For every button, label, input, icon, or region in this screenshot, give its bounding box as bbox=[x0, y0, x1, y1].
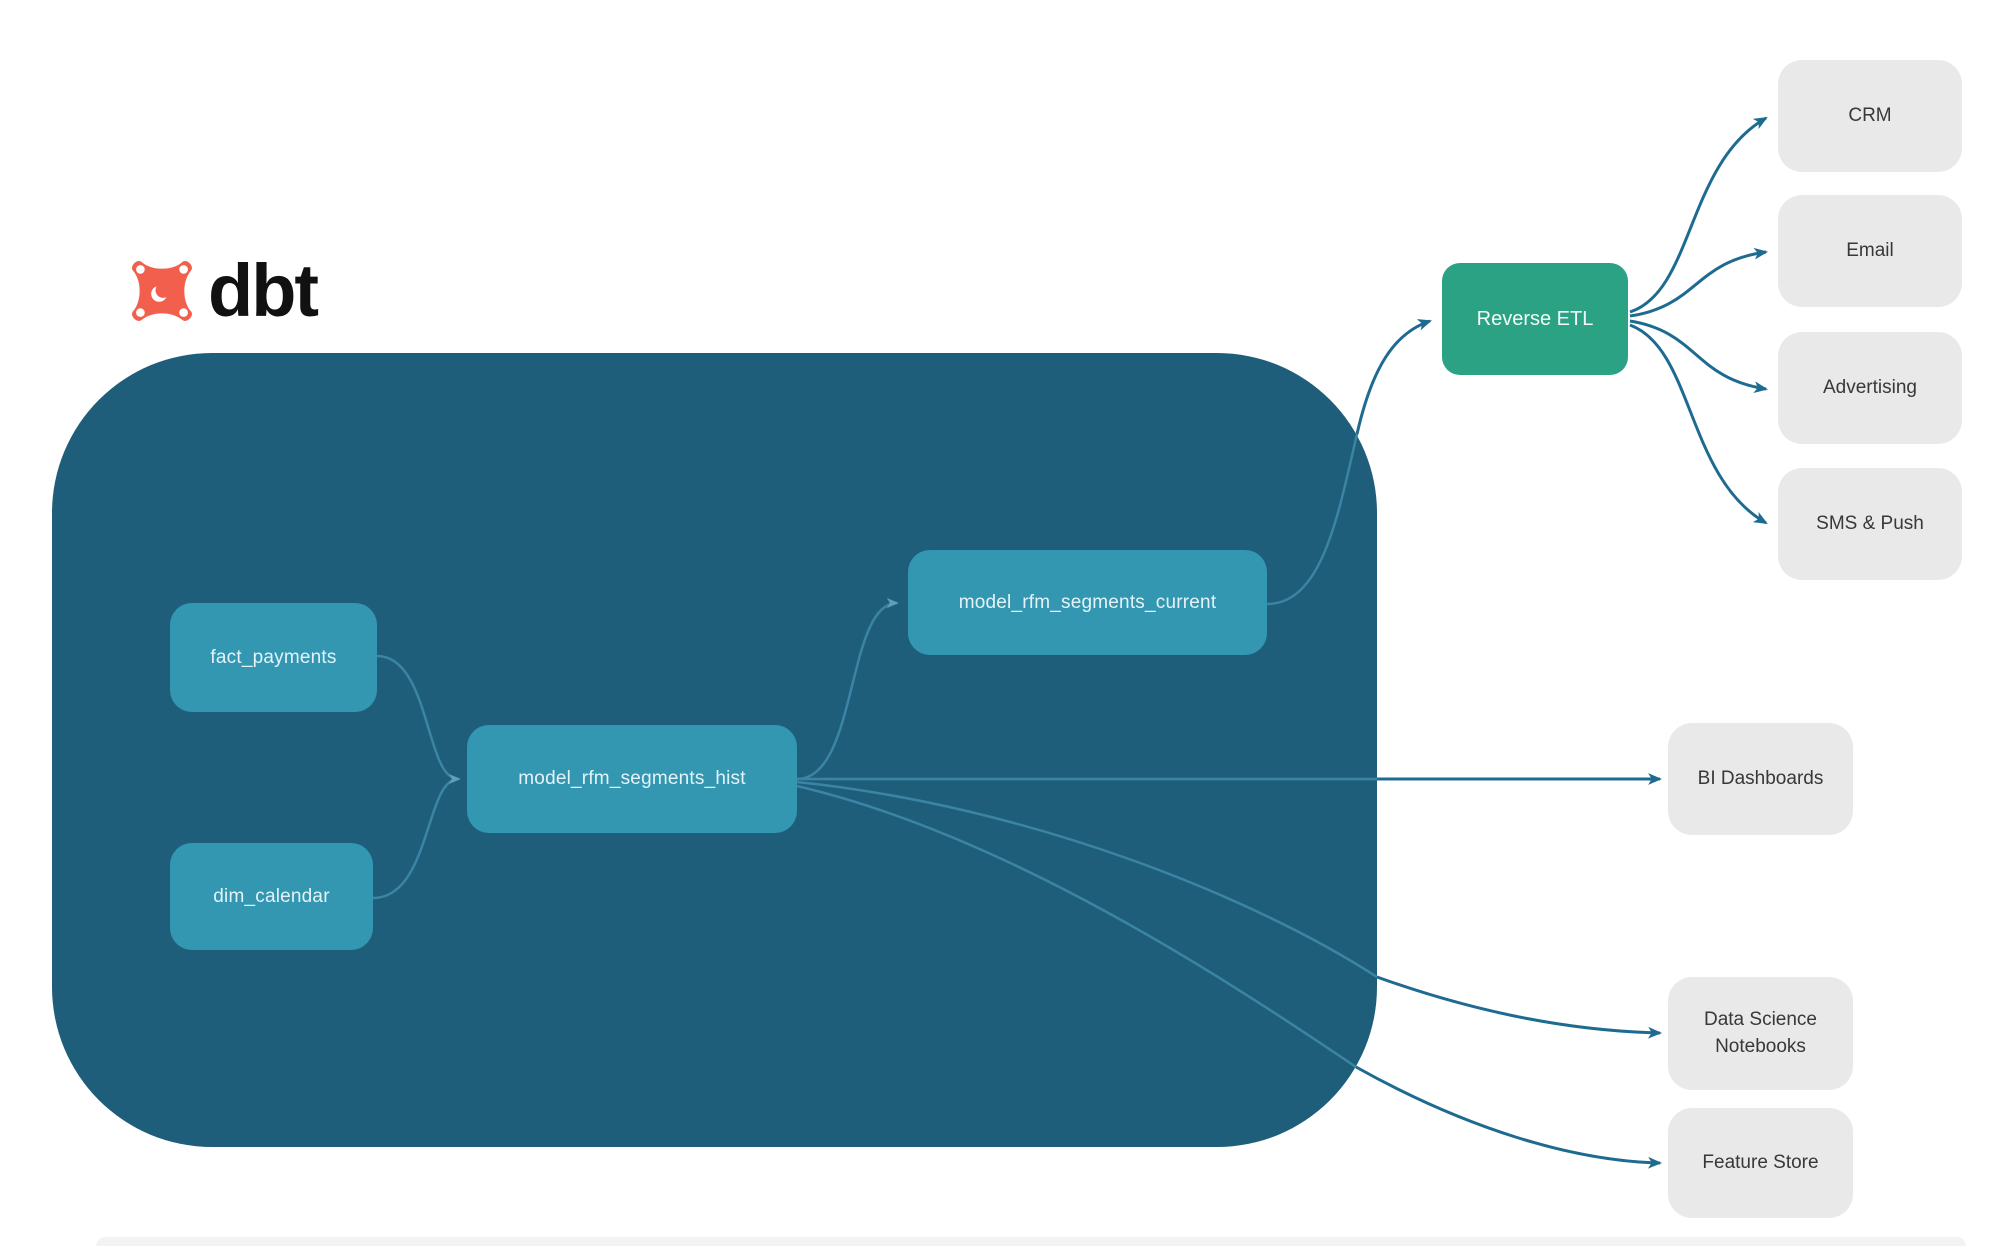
node-model-rfm-segments-hist: model_rfm_segments_hist bbox=[467, 725, 797, 833]
node-dim-calendar: dim_calendar bbox=[170, 843, 373, 950]
node-advertising: Advertising bbox=[1778, 332, 1962, 444]
node-bi-dashboards-label: BI Dashboards bbox=[1697, 767, 1824, 789]
node-dim-calendar-label: dim_calendar bbox=[213, 885, 330, 907]
node-email: Email bbox=[1778, 195, 1962, 307]
node-bi-dashboards: BI Dashboards bbox=[1668, 723, 1853, 835]
bottom-page-strip bbox=[96, 1237, 1966, 1246]
edge-current-to-reverseetl-outside bbox=[1355, 319, 1432, 435]
edge-reverseetl-to-crm bbox=[1629, 116, 1768, 314]
node-advertising-label: Advertising bbox=[1823, 376, 1917, 398]
node-fact-payments: fact_payments bbox=[170, 603, 377, 712]
node-reverse-etl-label: Reverse ETL bbox=[1476, 307, 1594, 330]
node-data-science-notebooks: Data Science Notebooks bbox=[1668, 977, 1853, 1090]
node-feature-store: Feature Store bbox=[1668, 1108, 1853, 1218]
edge-reverseetl-to-email bbox=[1629, 247, 1769, 318]
node-email-label: Email bbox=[1846, 239, 1894, 261]
node-sms-push-label: SMS & Push bbox=[1816, 512, 1924, 534]
dbt-wordmark: dbt bbox=[208, 249, 319, 332]
edge-to-datascience-notebooks bbox=[1376, 975, 1663, 1039]
node-crm: CRM bbox=[1778, 60, 1962, 172]
node-model-rfm-segments-current-label: model_rfm_segments_current bbox=[958, 591, 1217, 613]
node-model-rfm-segments-current: model_rfm_segments_current bbox=[908, 550, 1267, 655]
edge-reverseetl-to-advertising bbox=[1629, 319, 1769, 394]
dbt-logo: dbt bbox=[126, 249, 319, 332]
node-fact-payments-label: fact_payments bbox=[210, 646, 337, 668]
edge-reverseetl-to-smspush bbox=[1629, 323, 1768, 525]
node-reverse-etl: Reverse ETL bbox=[1442, 263, 1628, 375]
node-feature-store-label: Feature Store bbox=[1702, 1151, 1819, 1173]
node-crm-label: CRM bbox=[1848, 104, 1892, 126]
node-model-rfm-segments-hist-label: model_rfm_segments_hist bbox=[518, 768, 746, 789]
edge-to-feature-store bbox=[1355, 1065, 1663, 1169]
dbt-star-icon bbox=[132, 261, 192, 321]
node-data-science-notebooks-label: Data Science Notebooks bbox=[1703, 1008, 1817, 1057]
node-sms-push: SMS & Push bbox=[1778, 468, 1962, 580]
